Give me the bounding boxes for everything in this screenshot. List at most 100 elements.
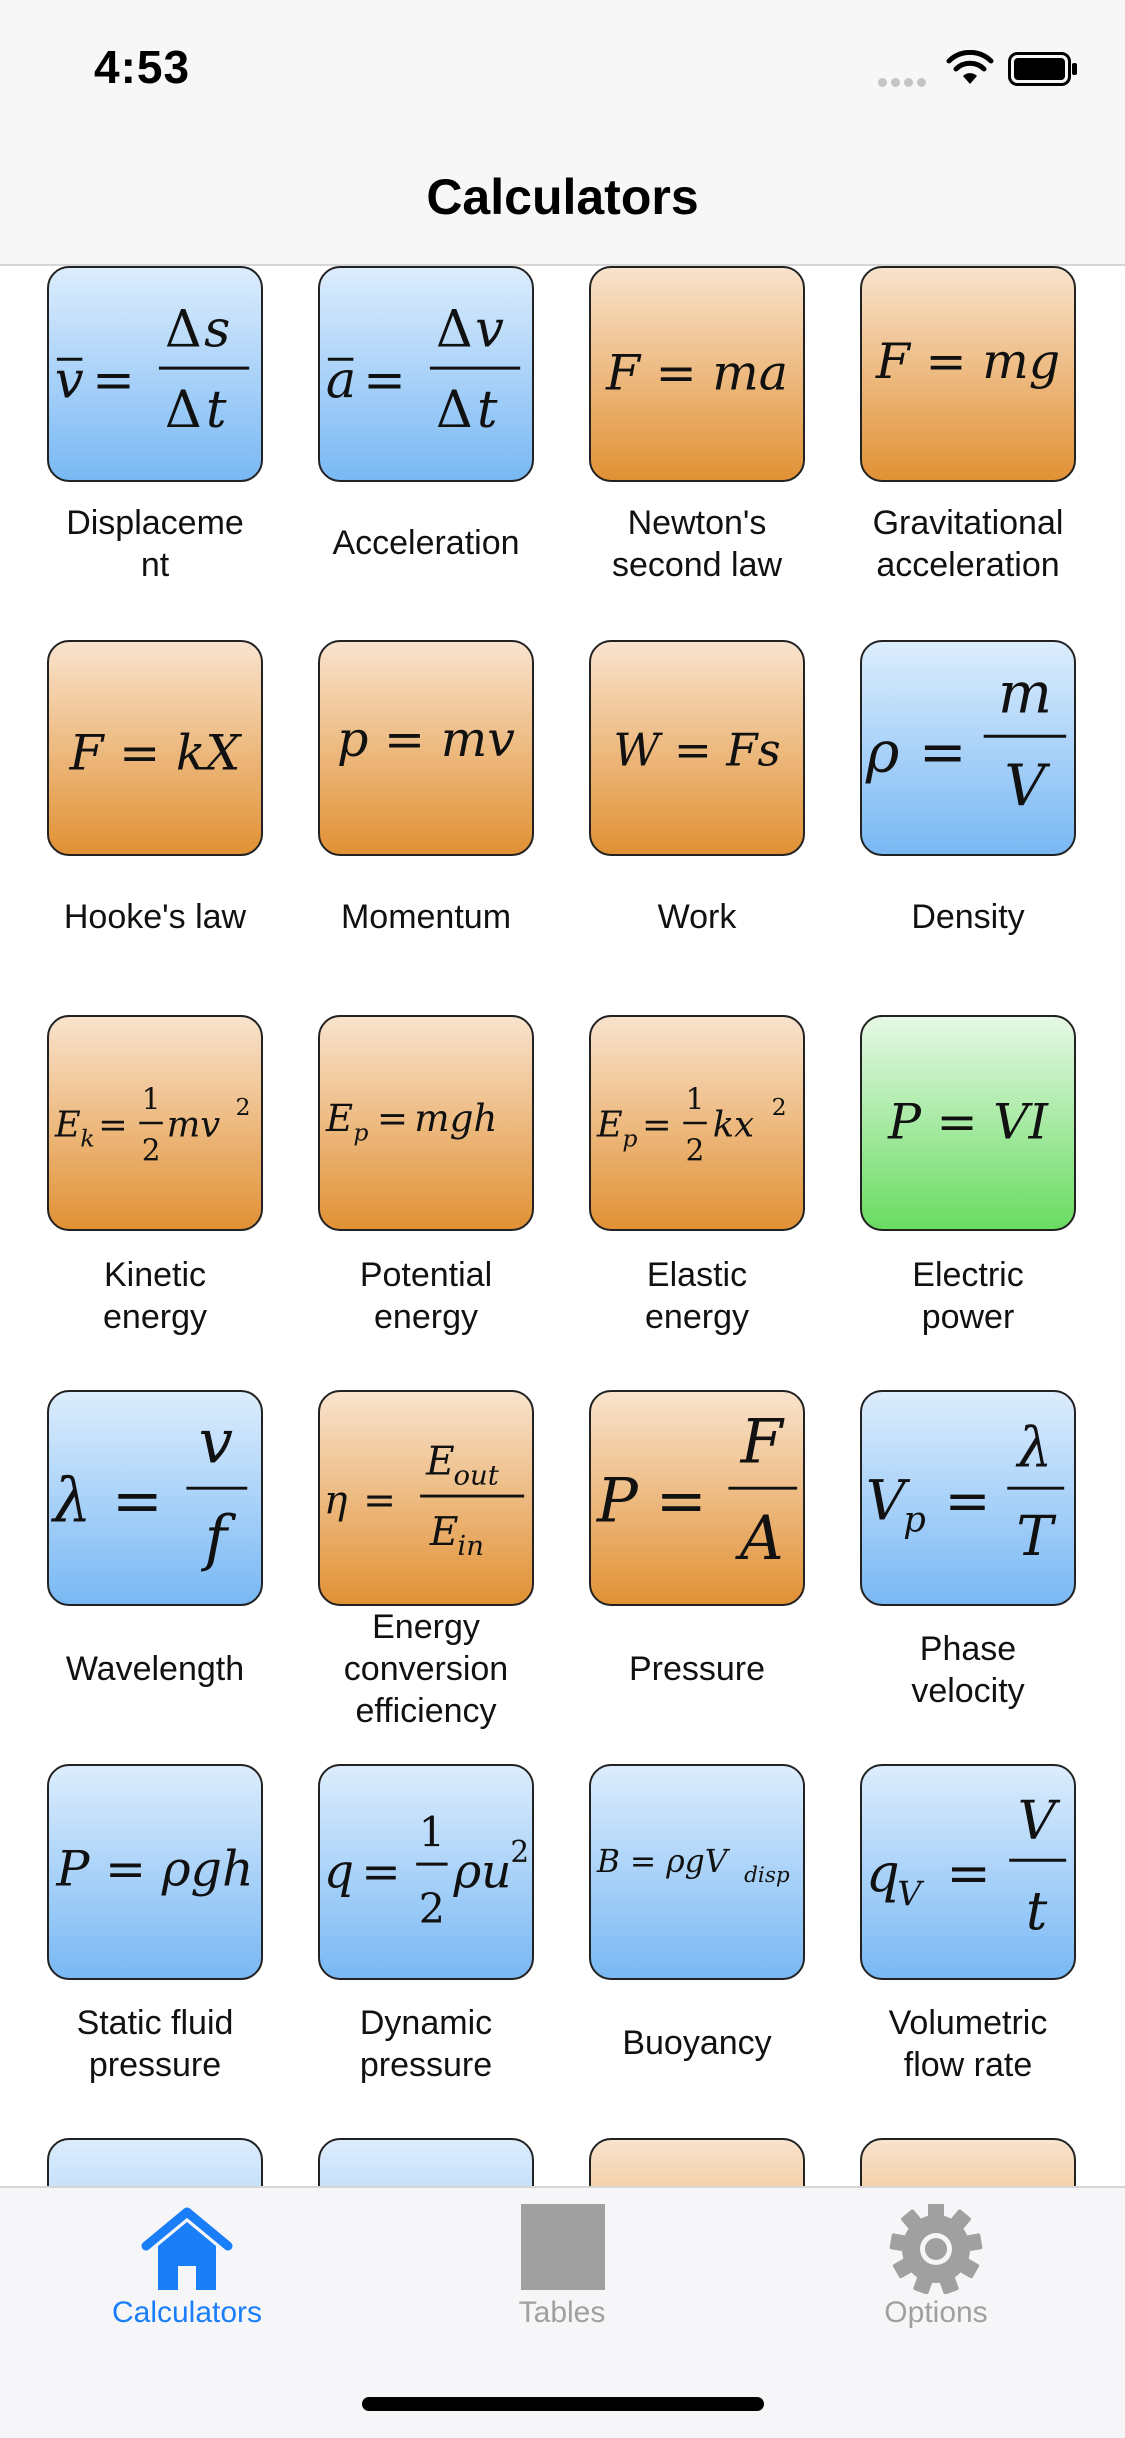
svg-text:q: q [866,1844,900,1905]
svg-text:mv: mv [167,1105,220,1146]
formula-gravity-icon: F = mg [875,332,1060,390]
tile-label-momentum: Momentum [340,898,512,936]
svg-text:λ: λ [51,1467,92,1537]
home-indicator[interactable] [362,2397,764,2411]
svg-text:F: F [740,1408,785,1478]
svg-text:T: T [1016,1504,1056,1568]
svg-text:F = kX: F = kX [68,724,242,782]
svg-text:η: η [324,1479,348,1524]
tile-label-pressure: Pressure [628,1650,766,1688]
svg-text:t: t [1026,1881,1048,1942]
svg-text:E: E [596,1105,623,1146]
svg-text:W = Fs: W = Fs [613,724,780,777]
svg-text:=: = [919,720,967,786]
calculator-tile-buoyancy[interactable]: B = ρgV disp [589,1764,805,1980]
calculator-tile-partial[interactable] [318,2138,534,2186]
svg-text:V: V [866,1469,911,1533]
svg-text:a: a [326,352,356,411]
formula-pressure-icon: P = F A [596,1408,798,1574]
calculator-tile-gravitational-acceleration[interactable]: F = mg [860,266,1076,482]
svg-text:1: 1 [419,1808,445,1856]
calculator-tile-pressure[interactable]: P = F A [589,1390,805,1606]
svg-text:p: p [903,1499,926,1540]
svg-text:2: 2 [510,1835,529,1869]
svg-text:=: = [377,1096,408,1140]
calculator-tile-partial[interactable] [47,2138,263,2186]
tab-options[interactable]: Options [786,2188,1086,2338]
svg-text:B = ρgV: B = ρgV [596,1844,731,1880]
tab-label-tables: Tables [518,2296,606,2329]
calculator-tile-partial[interactable] [589,2138,805,2186]
formula-phase-velocity-icon: Vp = λ T [866,1416,1065,1568]
svg-text:k: k [80,1125,94,1153]
svg-text:Δ: Δ [436,381,473,440]
svg-text:E: E [429,1510,459,1555]
tab-bar: Calculators Tables [0,2186,1125,2438]
svg-text:2: 2 [235,1093,250,1121]
calculator-tile-static-fluid-pressure[interactable]: P = ρgh [47,1764,263,1980]
tile-label-buoyancy: Buoyancy [622,2024,772,2062]
svg-text:q: q [324,1845,354,1900]
calculator-tile-partial[interactable] [860,2138,1076,2186]
calculator-tile-density[interactable]: ρ = m V [860,640,1076,856]
svg-text:disp: disp [744,1863,790,1888]
wifi-icon [946,50,994,84]
formula-newton-icon: F = ma [605,344,788,402]
svg-text:2: 2 [772,1093,787,1121]
svg-text:=: = [944,1469,990,1533]
svg-text:kx: kx [713,1105,754,1146]
tab-calculators[interactable]: Calculators [37,2188,337,2338]
calculator-tile-momentum[interactable]: p = mv [318,640,534,856]
svg-text:V: V [897,1874,924,1913]
formula-work-icon: W = Fs [613,724,780,777]
svg-text:=: = [363,352,406,411]
svg-text:F = mg: F = mg [875,332,1060,390]
calculator-tile-newtons-second-law[interactable]: F = ma [589,266,805,482]
svg-text:Δ: Δ [436,301,473,360]
formula-hooke-icon: F = kX [68,724,242,782]
calculator-tile-electric-power[interactable]: P = VI [860,1015,1076,1231]
calculator-tile-hookes-law[interactable]: F = kX [47,640,263,856]
svg-text:V: V [1018,1791,1061,1852]
tab-label-options: Options [884,2296,988,2329]
svg-text:P = ρgh: P = ρgh [55,1840,253,1898]
table-icon [521,2204,605,2290]
svg-text:1: 1 [142,1082,161,1116]
tile-label-acceleration: Acceleration [332,524,520,562]
svg-text:P = VI: P = VI [887,1093,1050,1151]
status-time: 4:53 [94,41,191,93]
svg-text:t: t [206,381,227,440]
svg-text:f: f [201,1504,237,1574]
calculator-tile-wavelength[interactable]: λ = v f [47,1390,263,1606]
svg-text:F = ma: F = ma [605,344,788,402]
svg-text:=: = [92,352,135,411]
calculator-tile-work[interactable]: W = Fs [589,640,805,856]
svg-text:λ: λ [1015,1416,1052,1480]
svg-text:1: 1 [686,1082,705,1116]
svg-text:mgh: mgh [414,1096,497,1140]
tab-tables[interactable]: Tables [412,2188,712,2338]
